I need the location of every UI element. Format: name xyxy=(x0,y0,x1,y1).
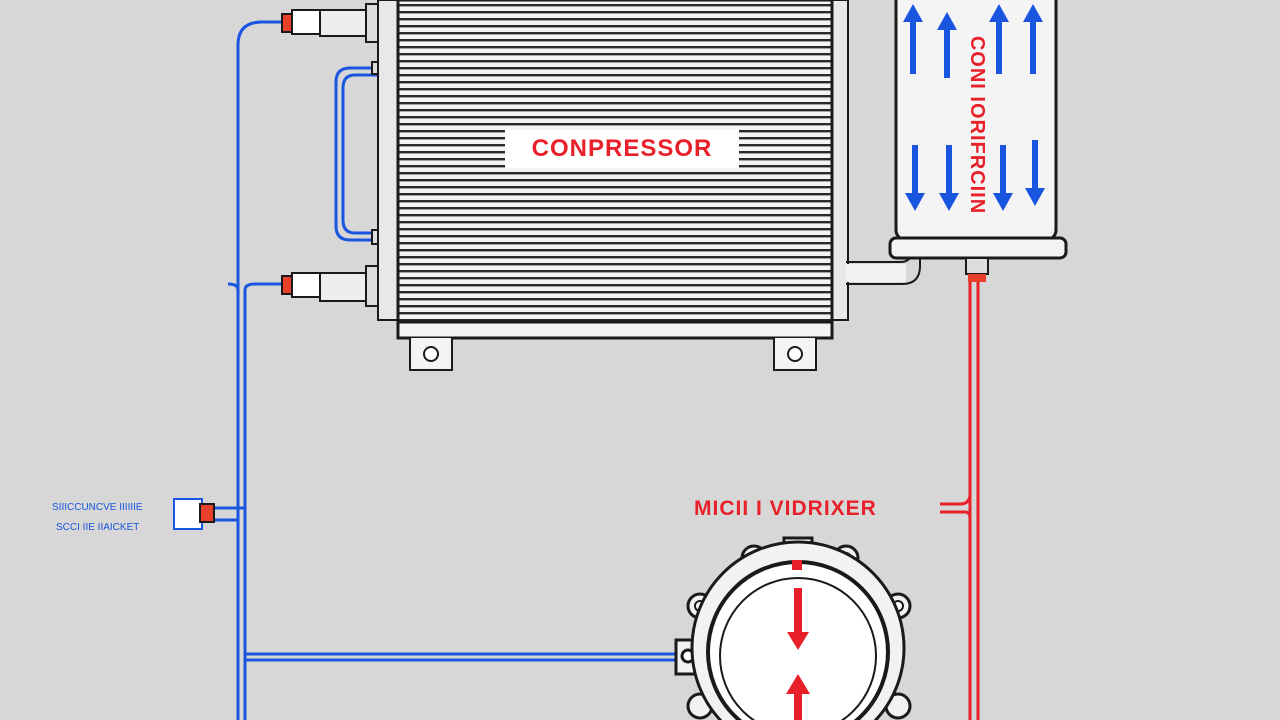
expansion-valve xyxy=(674,536,912,720)
blue-fittings xyxy=(173,3,385,530)
red-line-label: MICII I VIDRIXER xyxy=(694,497,877,520)
compressor-label: CONPRESSOR xyxy=(505,130,739,168)
receiver-tank xyxy=(888,0,1068,282)
blue-line-label-1: SIIICCUNCVE IIIIIIE xyxy=(52,502,143,513)
blue-suction-piping xyxy=(212,20,680,720)
arrow-down-icon xyxy=(1025,140,1045,206)
tank-label: CONI IORIFRCIIN xyxy=(966,35,988,215)
arrow-up-icon xyxy=(937,12,957,78)
arrow-down-icon xyxy=(905,145,925,211)
valve-flow-arrows xyxy=(786,560,810,720)
arrow-up-icon xyxy=(1023,4,1043,74)
arrow-down-icon xyxy=(993,145,1013,211)
arrow-up-icon xyxy=(989,4,1009,74)
arrow-up-icon xyxy=(903,4,923,74)
tank-arrows xyxy=(903,4,1045,211)
blue-line-label-2: SCCI IIE IIAICKET xyxy=(56,522,140,533)
arrow-down-icon xyxy=(939,145,959,211)
compressor-unit xyxy=(377,0,849,371)
